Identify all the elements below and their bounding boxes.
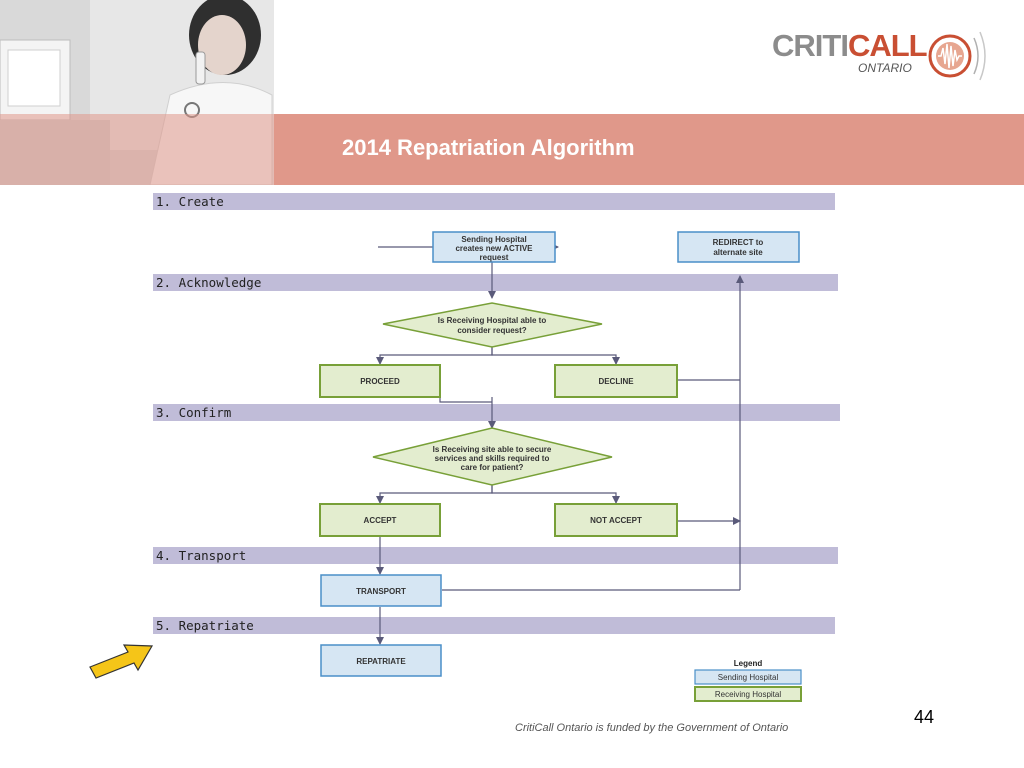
stage-bar-acknowledge: 2. Acknowledge [153, 274, 838, 291]
node-decision-consider: Is Receiving Hospital able to consider r… [382, 302, 603, 348]
title-banner [274, 114, 1024, 185]
node-text: REDIRECT to [713, 238, 764, 247]
stage-bar-create: 1. Create [153, 193, 835, 210]
node-redirect: REDIRECT to alternate site [677, 231, 800, 263]
node-text: Is Receiving Hospital able to [438, 316, 547, 325]
node-decline: DECLINE [554, 364, 678, 398]
node-sending-request: Sending Hospital creates new ACTIVE requ… [432, 231, 556, 263]
node-text: ACCEPT [364, 516, 397, 525]
node-text: alternate site [713, 248, 763, 257]
connectors [376, 243, 744, 645]
node-text: Is Receiving site able to secure [433, 445, 552, 454]
stage-label: 1. Create [156, 194, 224, 209]
stage-label: 4. Transport [156, 548, 246, 563]
node-not-accept: NOT ACCEPT [554, 503, 678, 537]
node-text: request [480, 253, 509, 262]
node-proceed: PROCEED [319, 364, 441, 398]
node-text: NOT ACCEPT [590, 516, 642, 525]
stage-bar-repatriate: 5. Repatriate [153, 617, 835, 634]
node-text: REPATRIATE [356, 657, 406, 666]
legend-receiving-label: Receiving Hospital [715, 690, 781, 699]
node-decision-secure: Is Receiving site able to secure service… [372, 427, 613, 486]
node-text: Sending Hospital [461, 235, 526, 244]
page-number: 44 [914, 707, 935, 727]
legend-title: Legend [734, 659, 763, 668]
node-transport: TRANSPORT [320, 574, 442, 607]
header-photo [0, 0, 274, 185]
node-text: PROCEED [360, 377, 400, 386]
repatriation-flowchart: 1. Create 2. Acknowledge 3. Confirm 4. T… [153, 193, 840, 702]
funding-note: CritiCall Ontario is funded by the Gover… [515, 722, 789, 734]
node-accept: ACCEPT [319, 503, 441, 537]
stage-bar-confirm: 3. Confirm [153, 404, 840, 421]
node-text: TRANSPORT [356, 587, 406, 596]
logo-part-criti: CRITI [772, 28, 849, 63]
node-text: consider request? [457, 326, 526, 335]
signal-wave-icon [928, 31, 986, 81]
logo-wordmark: CRITICALL [772, 28, 928, 64]
legend: Legend Sending Hospital Receiving Hospit… [694, 659, 802, 702]
pointer-arrow-icon [89, 644, 154, 679]
stage-label: 5. Repatriate [156, 618, 254, 633]
criticall-logo: CRITICALL ONTARIO [766, 18, 996, 84]
node-text: care for patient? [461, 463, 524, 472]
node-text: DECLINE [598, 377, 634, 386]
stage-label: 3. Confirm [156, 405, 231, 420]
stage-label: 2. Acknowledge [156, 275, 261, 290]
node-repatriate: REPATRIATE [320, 644, 442, 677]
logo-part-call: CALL [847, 28, 928, 63]
node-text: creates new ACTIVE [455, 244, 533, 253]
stage-bar-transport: 4. Transport [153, 547, 838, 564]
page-title: 2014 Repatriation Algorithm [342, 135, 635, 160]
node-text: services and skills required to [435, 454, 550, 463]
logo-subtitle: ONTARIO [858, 61, 912, 75]
legend-sending-label: Sending Hospital [718, 673, 779, 682]
